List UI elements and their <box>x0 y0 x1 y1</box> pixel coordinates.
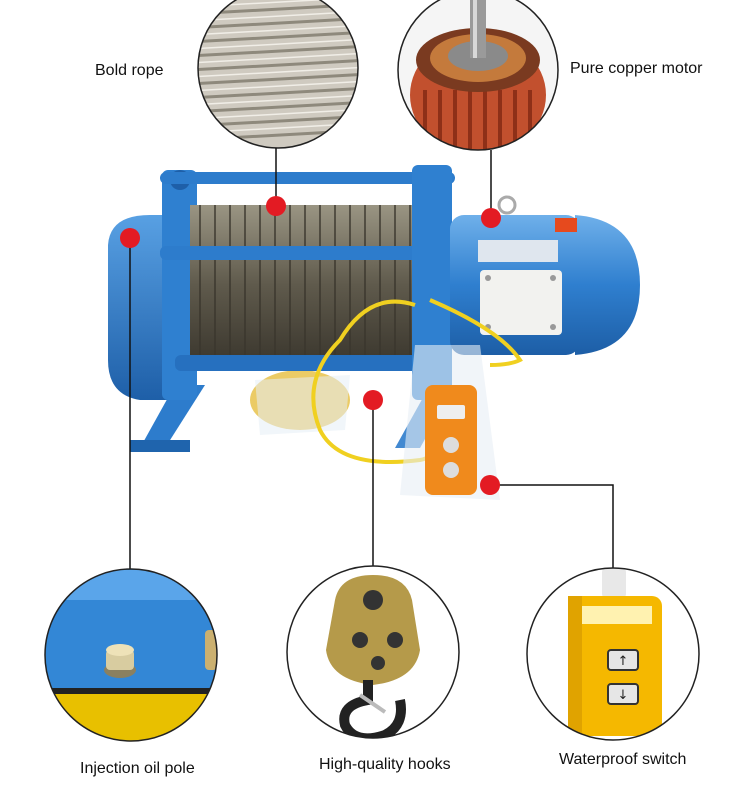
hook-closeup <box>286 565 460 739</box>
callout-markers <box>120 196 501 495</box>
rope-marker <box>266 196 286 216</box>
label-bold-rope: Bold rope <box>95 62 164 79</box>
switch-marker <box>480 475 500 495</box>
oil-pole-closeup <box>44 568 218 742</box>
motor-closeup <box>397 0 559 151</box>
svg-text:↑: ↑ <box>618 654 629 669</box>
switch-closeup: ↑ ↓ <box>526 567 700 741</box>
callout-lines <box>129 148 614 572</box>
oil-marker <box>120 228 140 248</box>
motor-marker <box>481 208 501 228</box>
winch-body <box>108 165 640 500</box>
label-waterproof-switch: Waterproof switch <box>559 751 687 768</box>
svg-text:↓: ↓ <box>618 688 629 703</box>
label-copper-motor: Pure copper motor <box>570 60 703 77</box>
label-injection-oil-pole: Injection oil pole <box>80 760 195 777</box>
label-high-quality-hooks: High-quality hooks <box>319 756 451 773</box>
rope-closeup <box>197 0 359 149</box>
hook-marker <box>363 390 383 410</box>
